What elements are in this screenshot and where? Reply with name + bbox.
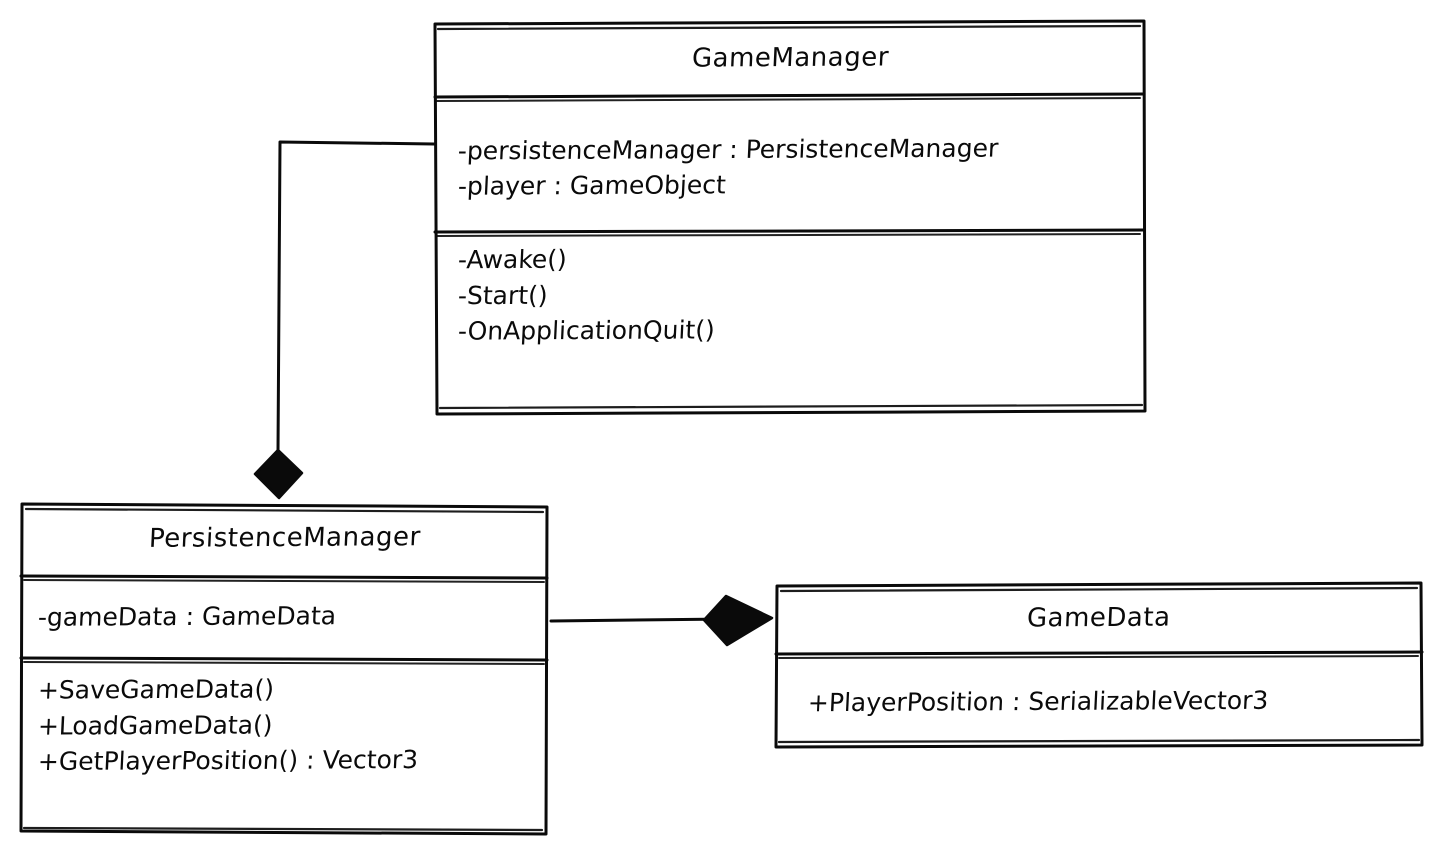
relationship-persistencemanager-gamedata[interactable] bbox=[549, 594, 774, 647]
class-attributes-game-manager: -persistenceManager : PersistenceManager… bbox=[432, 97, 1148, 232]
composition-diamond-icon bbox=[253, 448, 304, 500]
relationship-gamemanager-persistencemanager[interactable] bbox=[253, 140, 436, 500]
attribute-row: -player : GameObject bbox=[457, 169, 727, 201]
class-box-game-data[interactable]: GameData +PlayerPosition : SerializableV… bbox=[772, 581, 1425, 749]
class-box-game-manager[interactable]: GameManager -persistenceManager : Persis… bbox=[432, 18, 1148, 416]
method-row: -OnApplicationQuit() bbox=[457, 315, 716, 346]
class-attributes-persistence-manager: -gameData : GameData bbox=[18, 576, 551, 658]
method-row: -Start() bbox=[457, 280, 549, 310]
method-row: -Awake() bbox=[457, 244, 568, 275]
method-row: +LoadGameData() bbox=[37, 709, 274, 741]
class-header-persistence-manager: PersistenceManager bbox=[18, 500, 551, 576]
attribute-row: -gameData : GameData bbox=[37, 601, 337, 633]
class-box-persistence-manager[interactable]: PersistenceManager -gameData : GameData … bbox=[18, 500, 551, 838]
class-methods-persistence-manager: +SaveGameData() +LoadGameData() +GetPlay… bbox=[18, 658, 551, 838]
class-header-game-manager: GameManager bbox=[432, 18, 1148, 97]
class-header-game-data: GameData bbox=[772, 581, 1425, 654]
class-name: PersistenceManager bbox=[147, 522, 422, 554]
method-row: +SaveGameData() bbox=[37, 674, 275, 705]
attribute-row: +PlayerPosition : SerializableVector3 bbox=[807, 685, 1270, 717]
attribute-row: -persistenceManager : PersistenceManager bbox=[457, 133, 999, 166]
class-methods-game-manager: -Awake() -Start() -OnApplicationQuit() bbox=[432, 232, 1148, 416]
class-attributes-game-data: +PlayerPosition : SerializableVector3 bbox=[772, 654, 1425, 749]
method-row: +GetPlayerPosition() : Vector3 bbox=[37, 745, 419, 776]
class-name: GameData bbox=[1026, 602, 1171, 633]
class-name: GameManager bbox=[690, 41, 890, 74]
composition-diamond-icon bbox=[702, 594, 774, 647]
